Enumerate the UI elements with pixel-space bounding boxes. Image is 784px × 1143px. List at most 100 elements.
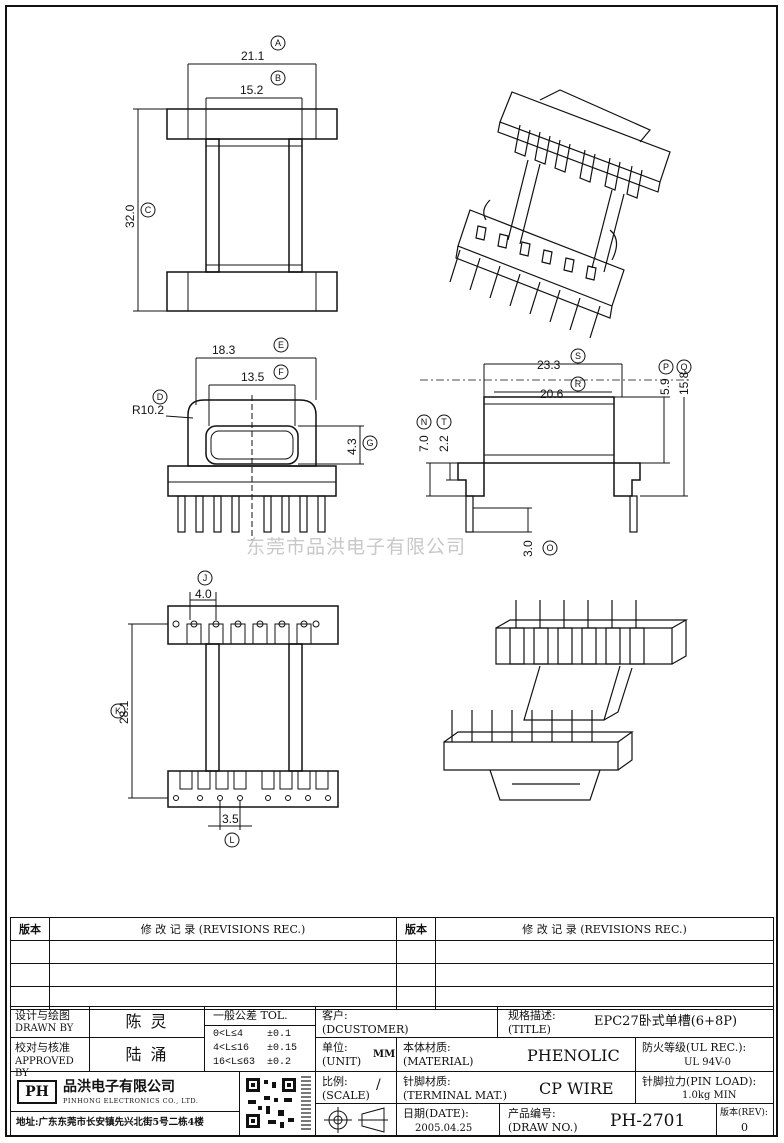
label-s: S (575, 351, 581, 361)
company-name-cn: 品洪电子有限公司 (63, 1079, 175, 1095)
rev-label: 版本(REV): (720, 1108, 768, 1118)
label-c: C (145, 205, 152, 215)
iso-view-bottom (443, 600, 689, 801)
unit-cell: 单位: (UNIT) MM (315, 1037, 397, 1072)
title-cell: 规格描述: (TITLE) EPC27卧式单槽(6+8P) (497, 1006, 774, 1038)
approved-label-cell: 校对与核准 APPROVED BY (10, 1037, 90, 1079)
watermark: 东莞市品洪电子有限公司 (246, 536, 467, 558)
dim-15-2: 15.2 (240, 83, 264, 97)
drawn-by-label: 设计与绘图 (15, 1009, 70, 1022)
drawno-cell: 产品编号: (DRAW NO.) PH-2701 (499, 1103, 717, 1137)
projection-symbol-icon (324, 1107, 388, 1133)
drawno-label-en: (DRAW NO.) (508, 1121, 578, 1134)
dim-r10-2: R10.2 (132, 403, 164, 417)
rev-cell: 版本(REV): 0 (716, 1103, 774, 1137)
label-k: K (115, 706, 121, 716)
label-q: Q (680, 362, 687, 372)
dim-7-0: 7.0 (417, 435, 431, 452)
rev-cell (49, 940, 397, 964)
dim-20-6: 20.6 (540, 387, 564, 401)
bottom-view (110, 570, 339, 848)
customer-label: 客户: (322, 1009, 348, 1022)
rev-cell (396, 940, 436, 964)
drawn-by-label-en: DRAWN BY (15, 1023, 74, 1034)
date-cell: 日期(DATE): 2005.04.25 (396, 1103, 500, 1137)
company-logo: PH (17, 1080, 57, 1104)
pinload-cell: 针脚拉力(PIN LOAD): 1.0kg MIN (635, 1071, 774, 1104)
title-label-en: (TITLE) (508, 1023, 551, 1036)
label-e: E (278, 340, 284, 350)
label-a: A (275, 38, 281, 48)
terminal-label: 针脚材质: (403, 1075, 451, 1088)
material-value: PHENOLIC (527, 1046, 620, 1065)
rev-col-version-right: 版本 (396, 917, 436, 941)
top-view (133, 35, 338, 312)
customer-label-en: (DCUSTOMER) (322, 1023, 409, 1036)
iso-view-top (449, 89, 671, 339)
drawno-value: PH-2701 (610, 1111, 686, 1131)
label-b: B (275, 73, 281, 83)
terminal-value: CP WIRE (539, 1079, 614, 1098)
rev-cell (10, 963, 50, 987)
label-j: J (203, 573, 208, 583)
unit-label-en: (UNIT) (322, 1055, 362, 1068)
material-label-en: (MATERIAL) (403, 1055, 474, 1068)
dim-13-5: 13.5 (241, 370, 265, 384)
label-l: L (229, 835, 234, 845)
dim-32-0: 32.0 (123, 204, 137, 228)
label-d: D (157, 392, 164, 402)
tolerance-row-3: 16<L≤63 ±0.2 (213, 1057, 292, 1068)
material-label: 本体材质: (403, 1041, 451, 1054)
projection-cell (315, 1103, 397, 1137)
pinload-value: 1.0kg MIN (682, 1090, 737, 1101)
rev-value: 0 (741, 1121, 748, 1134)
drawn-by-value: 陈 灵 (89, 1006, 205, 1038)
qr-side-text (301, 1076, 311, 1132)
material-cell: 本体材质: (MATERIAL) PHENOLIC (396, 1037, 636, 1072)
drawno-label: 产品编号: (508, 1107, 556, 1120)
dim-28-1: 28.1 (117, 700, 131, 724)
rev-col-record-right: 修 改 记 录 (REVISIONS REC.) (435, 917, 774, 941)
ul-label: 防火等级(UL REC.): (642, 1041, 747, 1054)
tolerance-cell: 一般公差 TOL. 0<L≤4 ±0.1 4<L≤16 ±0.15 16<L≤6… (204, 1006, 316, 1072)
dim-23-3: 23.3 (537, 358, 561, 372)
dim-2-2: 2.2 (437, 435, 451, 452)
rev-cell (10, 940, 50, 964)
title-label: 规格描述: (508, 1009, 556, 1022)
front-view (152, 337, 378, 540)
dim-18-3: 18.3 (212, 343, 236, 357)
rev-cell (49, 963, 397, 987)
scale-label: 比例: (322, 1075, 348, 1088)
rev-cell (396, 963, 436, 987)
label-r: R (575, 379, 582, 389)
rev-col-record-left: 修 改 记 录 (REVISIONS REC.) (49, 917, 397, 941)
approved-label-en: APPROVED BY (15, 1056, 74, 1079)
scale-value: / (376, 1077, 381, 1093)
approved-label: 校对与核准 (15, 1041, 70, 1054)
rev-cell (435, 940, 774, 964)
company-address: 地址:广东东莞市长安镇先兴北街5号二栋4楼 (16, 1117, 204, 1128)
approved-value: 陆 涌 (89, 1037, 205, 1072)
date-label: 日期(DATE): (403, 1107, 469, 1120)
dim-5-9: 5.9 (658, 378, 672, 395)
rev-col-version-left: 版本 (10, 917, 50, 941)
tolerance-row-2: 4<L≤16 ±0.15 (213, 1043, 298, 1054)
dim-4-3: 4.3 (345, 438, 359, 455)
ul-value: UL 94V-0 (684, 1057, 732, 1068)
scale-label-en: (SCALE) (322, 1089, 370, 1102)
drawn-by-label-cell: 设计与绘图 DRAWN BY (10, 1006, 90, 1038)
company-cell: PH 品洪电子有限公司 PINHONG ELECTRONICS CO., LTD… (10, 1071, 240, 1137)
unit-label: 单位: (322, 1041, 348, 1054)
terminal-cell: 针脚材质: (TERMINAL MAT.) CP WIRE (396, 1071, 636, 1104)
label-f: F (278, 367, 284, 377)
tolerance-row-1: 0<L≤4 ±0.1 (213, 1029, 292, 1040)
title-value: EPC27卧式单槽(6+8P) (594, 1014, 738, 1029)
label-t: T (441, 417, 447, 427)
dim-15-8: 15.8 (677, 371, 691, 395)
label-o: O (546, 543, 553, 553)
dim-3-0: 3.0 (521, 540, 535, 557)
date-value: 2005.04.25 (415, 1123, 473, 1134)
label-n: N (421, 417, 428, 427)
qr-code-icon (244, 1076, 298, 1130)
company-name-en: PINHONG ELECTRONICS CO., LTD. (63, 1097, 199, 1105)
